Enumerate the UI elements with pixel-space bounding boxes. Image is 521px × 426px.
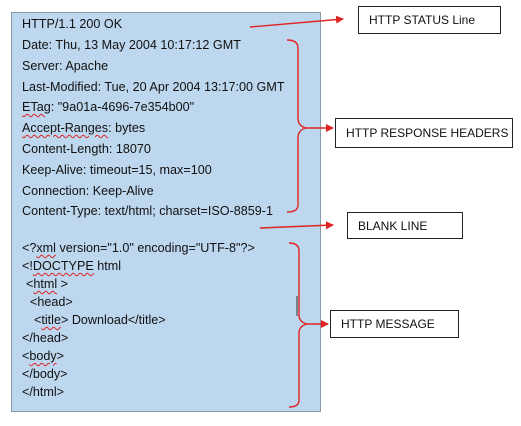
html-post: > bbox=[57, 277, 69, 291]
html-close-tag: </html> bbox=[22, 385, 64, 399]
html-pre: < bbox=[26, 277, 34, 291]
body-post: > bbox=[56, 349, 65, 363]
status-line-text: HTTP/1.1 200 OK bbox=[22, 17, 123, 31]
keep-alive-header: Keep-Alive: timeout=15, max=100 bbox=[22, 163, 212, 177]
body-open-tag: <body> bbox=[22, 348, 64, 364]
html-keyword: html bbox=[33, 277, 58, 291]
html-open-tag: <html > bbox=[26, 276, 68, 292]
doctype-post: html bbox=[93, 259, 122, 273]
title-line: <title> Download</title> bbox=[34, 312, 166, 328]
title-pre: < bbox=[34, 313, 42, 327]
body-keyword: body bbox=[29, 349, 57, 363]
xml-post: version="1.0" encoding="UTF-8"?> bbox=[55, 241, 255, 255]
head-open-tag: <head> bbox=[30, 295, 73, 309]
connection-header: Connection: Keep-Alive bbox=[22, 184, 154, 198]
server-header: Server: Apache bbox=[22, 59, 109, 73]
accept-ranges-header: Accept-Ranges: bytes bbox=[22, 120, 145, 136]
xml-keyword: xml bbox=[36, 241, 56, 255]
content-length-header: Content-Length: 18070 bbox=[22, 142, 151, 156]
content-type-header: Content-Type: text/html; charset=ISO-885… bbox=[22, 204, 273, 218]
title-keyword: title bbox=[41, 313, 61, 327]
etag-header: ETag: "9a01a-4696-7e354b00" bbox=[22, 99, 194, 115]
doctype-pre: <! bbox=[22, 259, 33, 273]
blank-line-label: BLANK LINE bbox=[347, 212, 463, 239]
xml-pre: <? bbox=[22, 241, 37, 255]
date-header: Date: Thu, 13 May 2004 10:17:12 GMT bbox=[22, 38, 241, 52]
last-modified-header: Last-Modified: Tue, 20 Apr 2004 13:17:00… bbox=[22, 80, 285, 94]
body-pre: < bbox=[22, 349, 30, 363]
http-message-label: HTTP MESSAGE bbox=[330, 310, 459, 338]
status-line-label: HTTP STATUS Line bbox=[358, 6, 501, 34]
doctype-line: <!DOCTYPE html bbox=[22, 258, 121, 274]
xml-declaration: <?xml version="1.0" encoding="UTF-8"?> bbox=[22, 240, 255, 256]
accept-ranges-key: Accept-Ranges bbox=[22, 121, 109, 135]
response-headers-label: HTTP RESPONSE HEADERS bbox=[335, 118, 513, 148]
http-response-panel bbox=[11, 12, 321, 412]
title-post: > Download</title> bbox=[60, 313, 166, 327]
etag-key: ETag bbox=[22, 100, 51, 114]
body-close-tag: </body> bbox=[22, 367, 68, 381]
accept-ranges-value: : bytes bbox=[108, 121, 146, 135]
doctype-keyword: DOCTYPE bbox=[32, 259, 94, 273]
head-close-tag: </head> bbox=[22, 331, 69, 345]
etag-value: : "9a01a-4696-7e354b00" bbox=[50, 100, 195, 114]
